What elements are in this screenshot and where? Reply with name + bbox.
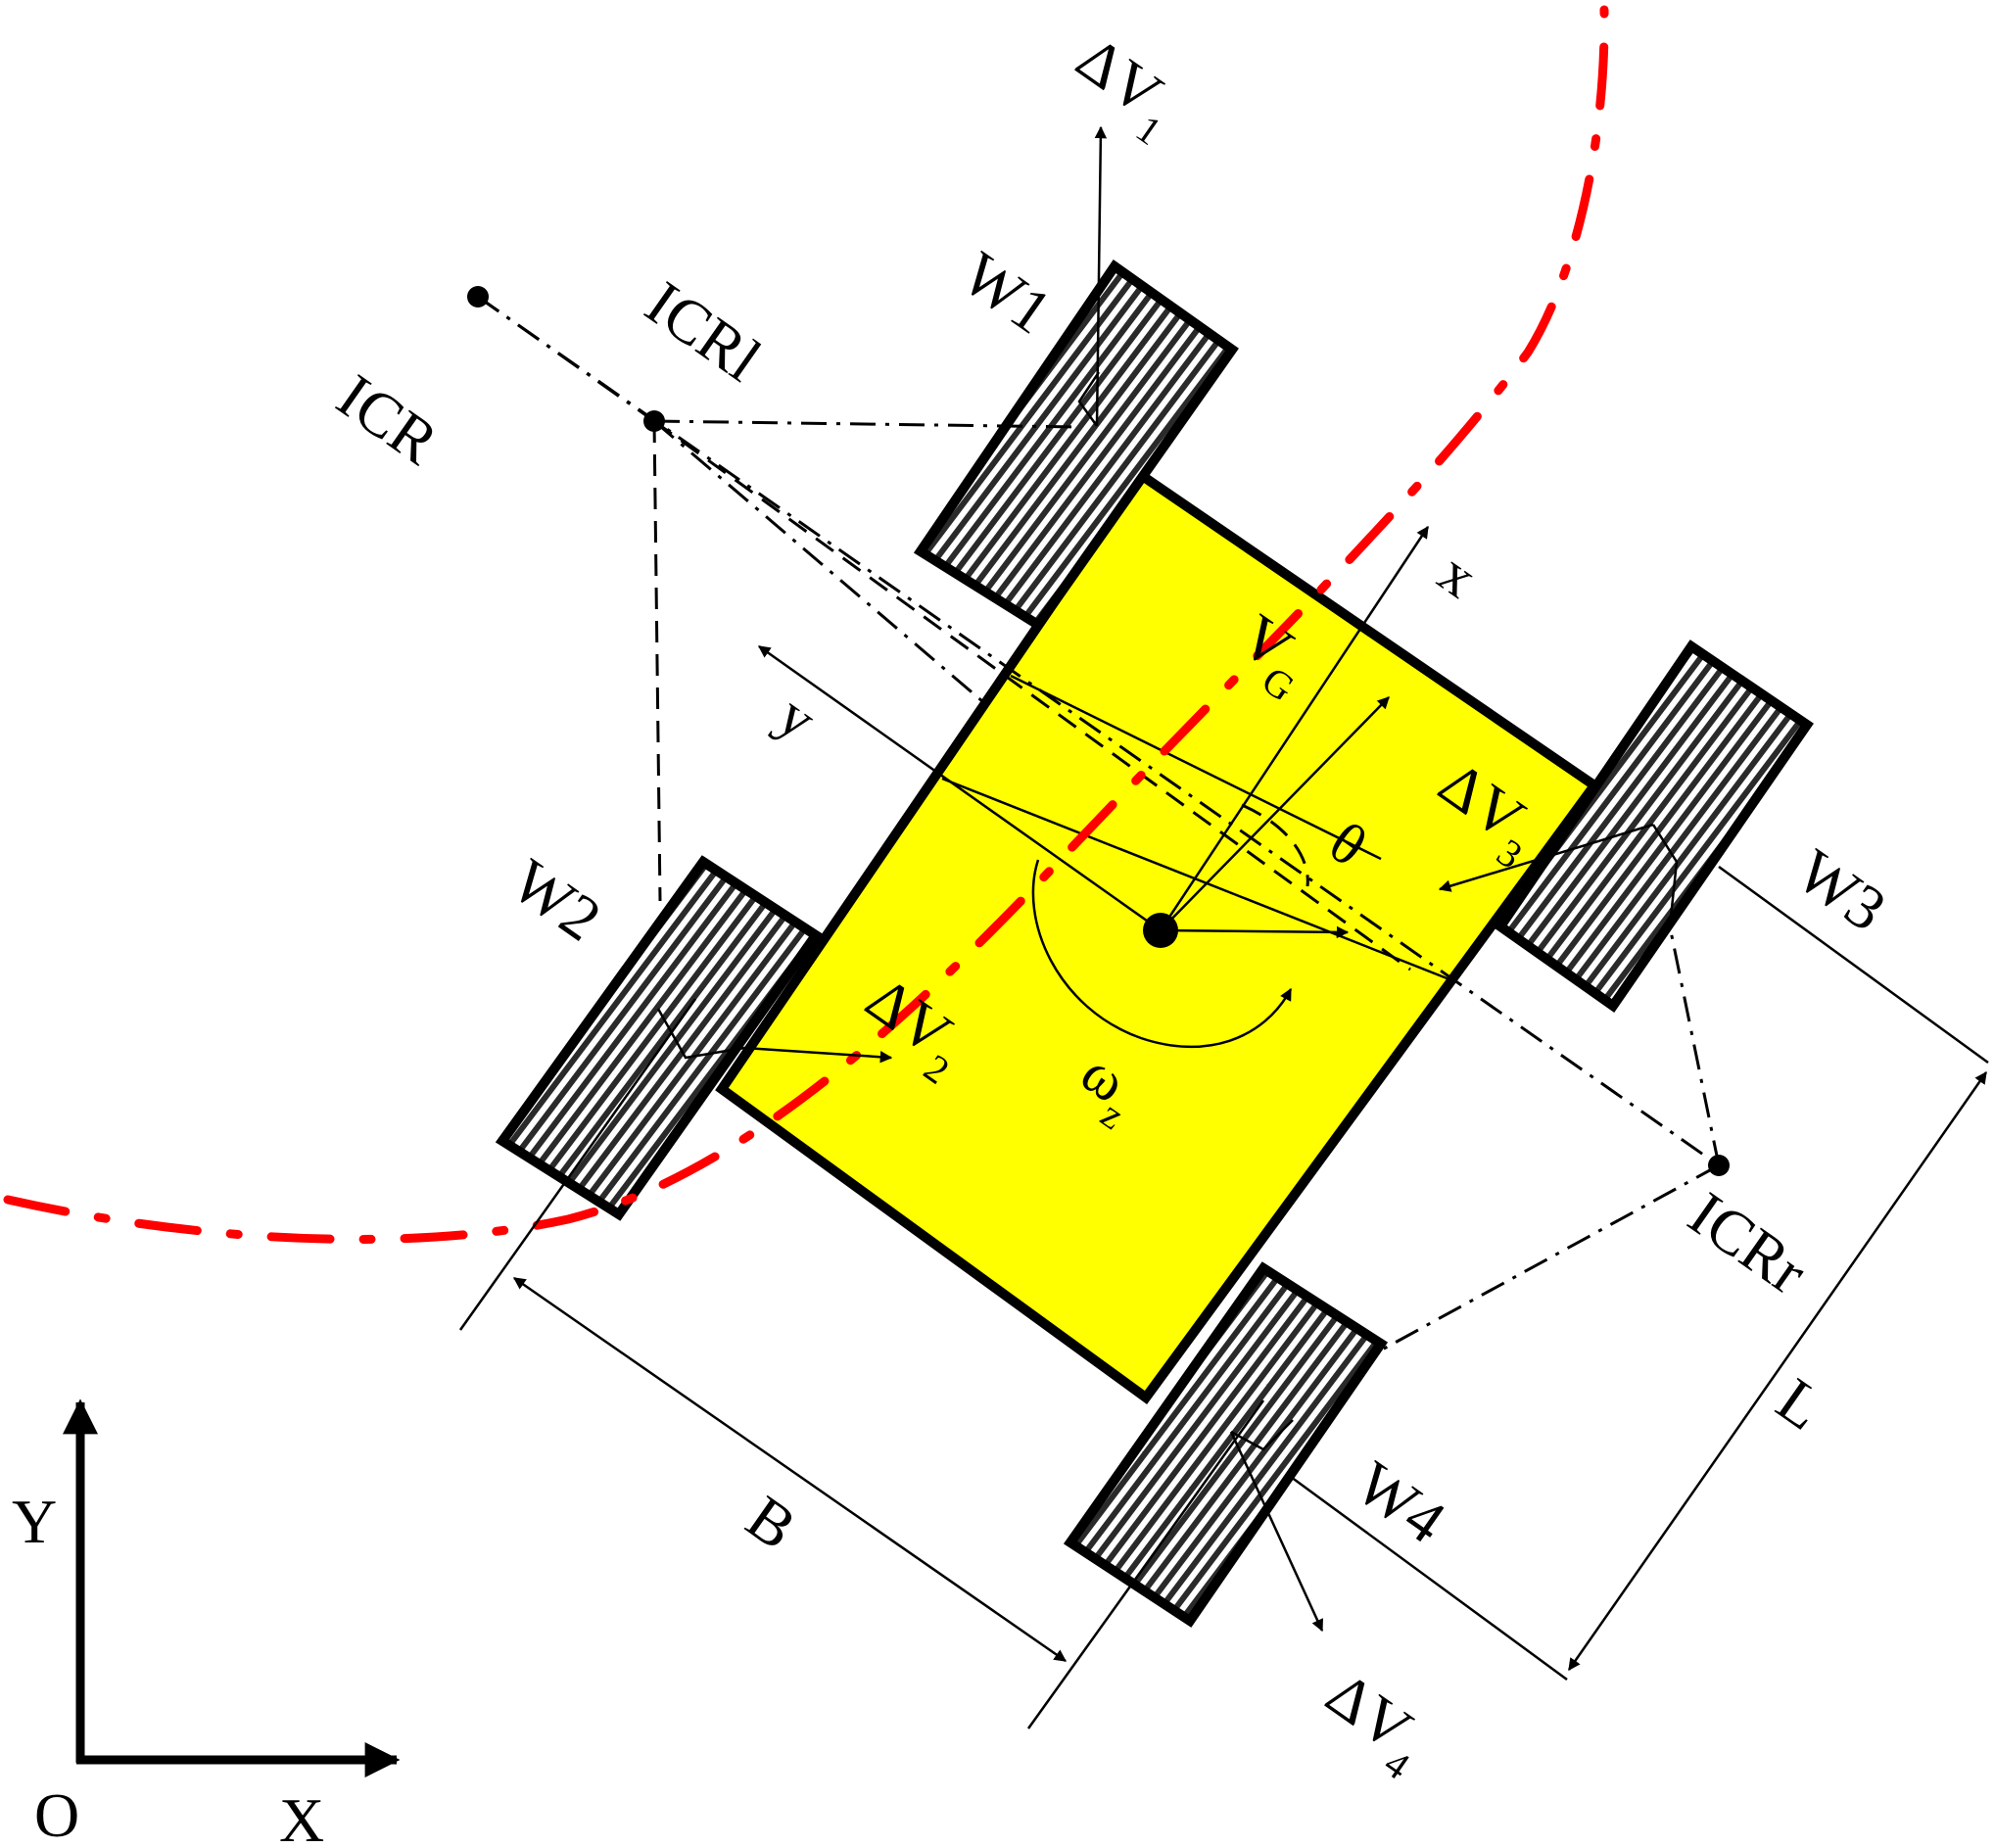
body-x-label: x xyxy=(1428,541,1489,610)
dimension-b xyxy=(458,998,1265,1730)
global-y-label: Y xyxy=(12,1487,57,1556)
body-y-label: y xyxy=(767,683,828,752)
w2-label: W2 xyxy=(499,845,613,954)
omega-rotation-arc xyxy=(1031,859,1293,1049)
icrl-point xyxy=(643,410,665,432)
icrl-label: ICRl xyxy=(634,267,774,395)
dimension-l-label: L xyxy=(1765,1364,1836,1444)
icr-label: ICR xyxy=(325,360,451,478)
dv3-arrow xyxy=(1438,823,1654,892)
w1-label: W1 xyxy=(950,238,1064,347)
dimension-b-label: B xyxy=(735,1482,809,1563)
vg-velocity-arrow xyxy=(1160,696,1390,931)
wheel-w1 xyxy=(913,259,1239,632)
dv4-label: ΔV 4 xyxy=(1314,1658,1424,1787)
wheel-w4 xyxy=(1063,1261,1389,1628)
body-rear-axle-line xyxy=(941,777,1455,983)
body-y-axis-arrow xyxy=(757,644,1162,932)
dv1-label: ΔV 1 xyxy=(1065,23,1174,154)
dv2-arrow xyxy=(743,1046,893,1064)
theta-arc xyxy=(1241,803,1309,887)
icr-point xyxy=(467,286,489,308)
dimension-l xyxy=(1290,865,1989,1682)
w4-hub-mark xyxy=(1230,1419,1294,1451)
w4-label: W4 xyxy=(1344,1447,1457,1556)
icrr-label: ICRr xyxy=(1677,1178,1820,1307)
global-axes xyxy=(63,1398,401,1777)
origin-label: O xyxy=(34,1780,79,1848)
icrr-point xyxy=(1708,1155,1730,1176)
wheel-w2 xyxy=(495,855,824,1221)
body-x-axis-arrow xyxy=(1159,525,1430,931)
w1-hub-mark xyxy=(1077,371,1101,427)
trajectory-curve xyxy=(3,5,1609,1244)
w2-hub-mark xyxy=(656,1008,745,1060)
body-front-axle-line xyxy=(1010,674,1382,861)
w3-hub-mark xyxy=(1651,824,1679,927)
global-x-label: X xyxy=(279,1785,324,1848)
global-x-direction-arrow xyxy=(1160,925,1350,939)
dv4-arrow xyxy=(1229,1431,1324,1633)
